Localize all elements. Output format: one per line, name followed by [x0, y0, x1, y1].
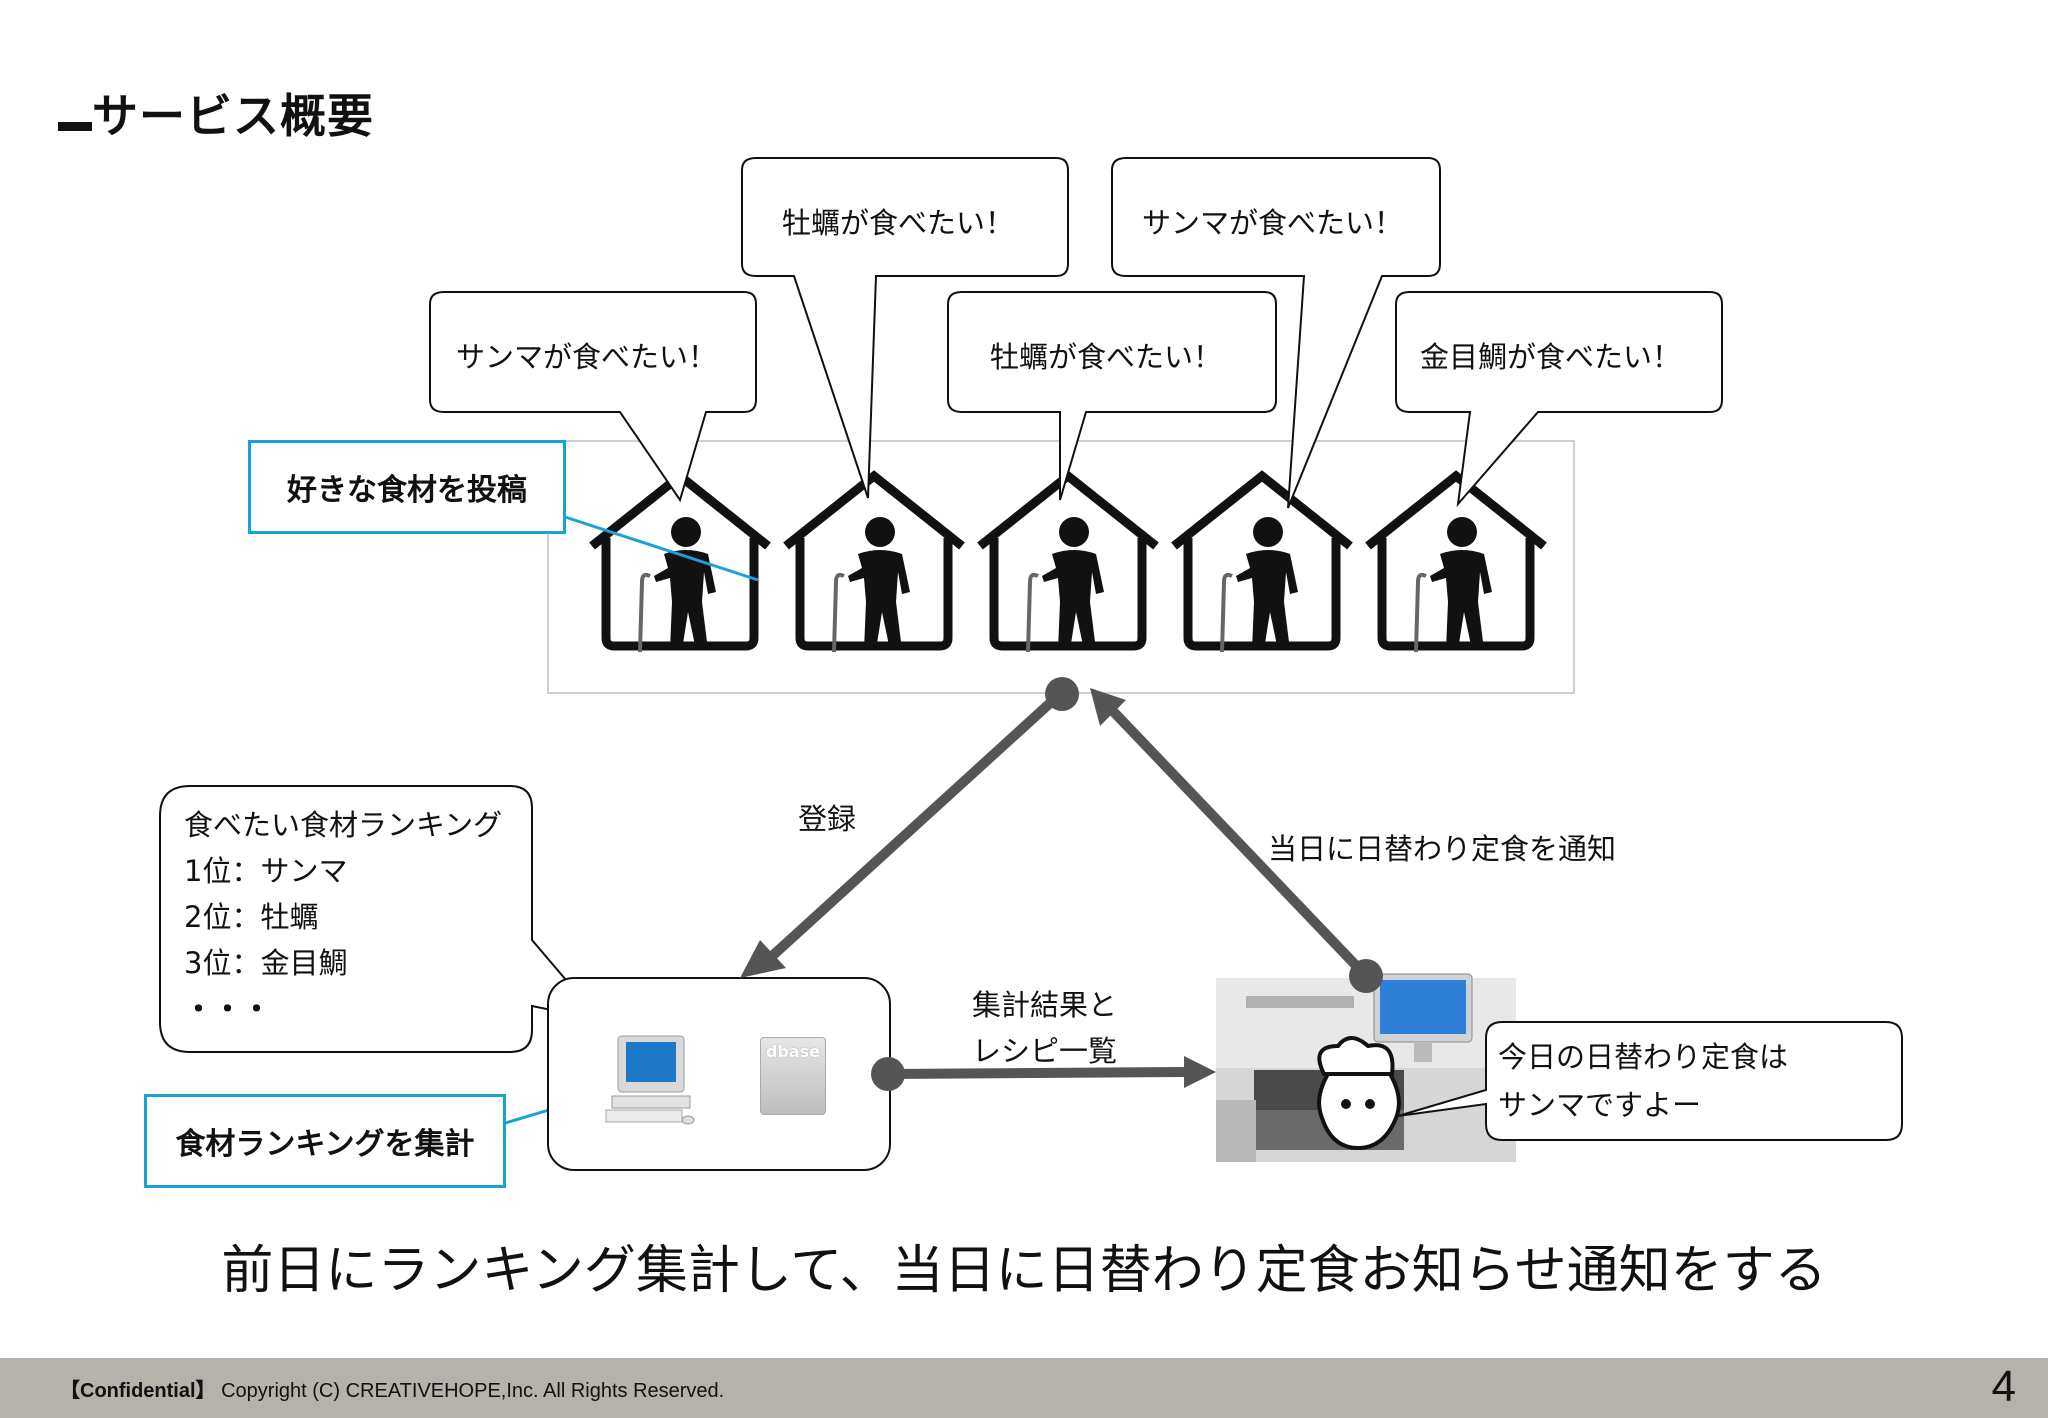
notify-label: 当日に日替わり定食を通知 — [1268, 832, 1617, 866]
result-label-line2: レシピ一覧 — [972, 1034, 1118, 1068]
chef-bubble-line2: サンマですよー — [1498, 1088, 1702, 1122]
speech-bubble-2 — [741, 157, 1069, 499]
computer-icon — [605, 1035, 695, 1125]
speech-bubble-4 — [1111, 157, 1441, 509]
copyright-text: Copyright (C) CREATIVEHOPE,Inc. All Righ… — [221, 1380, 725, 1402]
ranking-bubble — [159, 785, 603, 1053]
bubble-text-1: サンマが食べたい！ — [456, 340, 718, 374]
page-title: サービス概要 — [92, 89, 374, 143]
ranking-title: 食べたい食材ランキング — [184, 808, 503, 842]
database-icon: dbase — [760, 1037, 826, 1115]
register-label: 登録 — [798, 802, 857, 836]
post-label: 好きな食材を投稿 — [248, 440, 566, 534]
monitor-icon — [1373, 973, 1473, 1062]
bubble-text-2: 牡蠣が食べたい！ — [782, 206, 1015, 240]
server-box — [547, 977, 891, 1171]
result-arrow — [887, 1067, 1189, 1079]
ranking-list: 食べたい食材ランキング 1位：サンマ 2位：牡蠣 3位：金目鯛 ・・・ — [184, 802, 502, 1032]
result-label-line1: 集計結果と — [972, 988, 1118, 1022]
chef-icon — [1317, 1036, 1401, 1151]
ranking-item-3: 3位：金目鯛 — [184, 946, 348, 980]
footer-text: 【Confidential】 Copyright (C) CREATIVEHOP… — [60, 1374, 724, 1403]
ranking-more: ・・・ — [184, 992, 272, 1026]
title-bar — [58, 122, 92, 131]
confidential-label: 【Confidential】 — [60, 1380, 216, 1402]
chef-bubble — [1397, 1021, 1903, 1141]
ranking-item-2: 2位：牡蠣 — [184, 900, 319, 934]
speech-bubble-1 — [429, 291, 757, 503]
summary-caption: 前日にランキング集計して、当日に日替わり定食お知らせ通知をする — [221, 1241, 1827, 1301]
aggregate-label: 食材ランキングを集計 — [144, 1094, 506, 1188]
database-label: dbase — [765, 1042, 821, 1061]
speech-bubble-3 — [947, 291, 1277, 501]
footer: 【Confidential】 Copyright (C) CREATIVEHOP… — [0, 1358, 2048, 1418]
bubble-text-4: サンマが食べたい！ — [1142, 206, 1404, 240]
post-label-connector — [561, 514, 759, 582]
notify-arrow — [1106, 704, 1370, 980]
chef-bubble-line1: 今日の日替わり定食は — [1498, 1040, 1789, 1074]
bubble-text-5: 金目鯛が食べたい！ — [1420, 340, 1682, 374]
register-arrow — [766, 690, 1064, 962]
bubble-text-3: 牡蠣が食べたい！ — [990, 340, 1223, 374]
ranking-item-1: 1位：サンマ — [184, 854, 348, 888]
page-number: 4 — [1991, 1362, 2016, 1411]
speech-bubble-5 — [1395, 291, 1723, 508]
